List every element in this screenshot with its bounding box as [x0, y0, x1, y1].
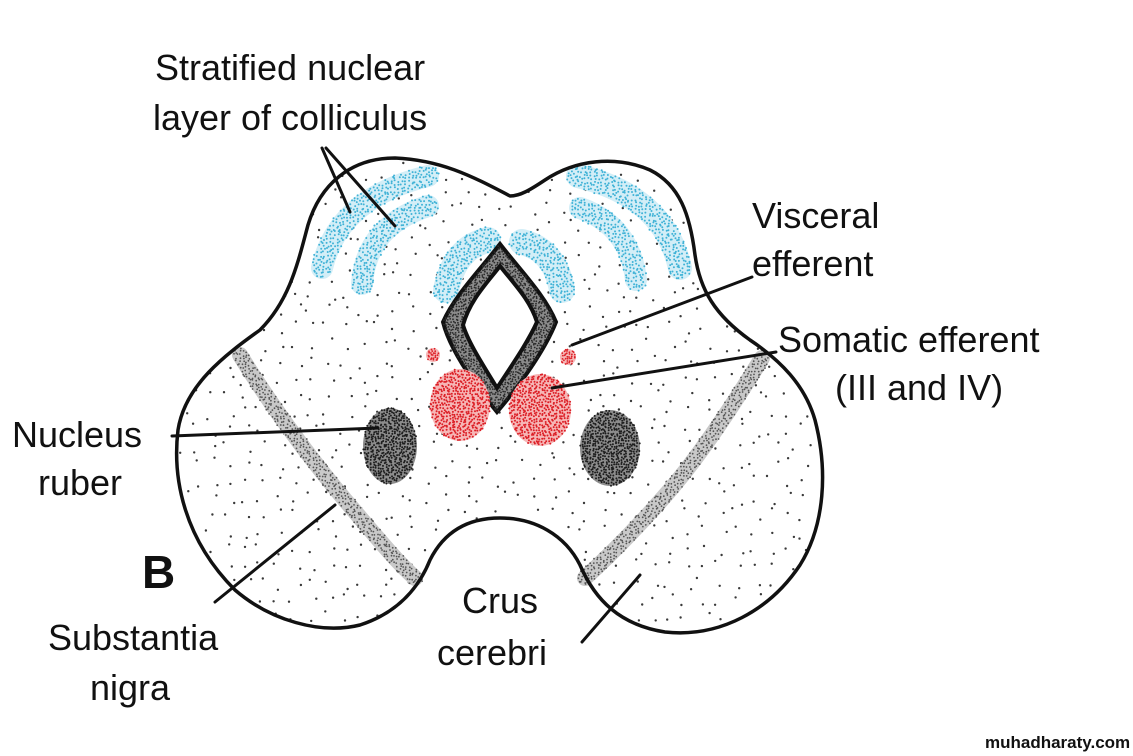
visceral-efferent-nucleus-left-stipple [427, 347, 440, 361]
aqueduct-lumen [460, 262, 540, 392]
nucleus-ruber-leader-line [170, 426, 380, 438]
figure-letter: B [142, 546, 175, 598]
visceral-efferent-label-line2: efferent [752, 243, 873, 284]
stratified-label-line2: layer of colliculus [153, 97, 427, 138]
colliculus-layer-center-left [433, 227, 501, 303]
crus-cerebri-label-line2: cerebri [437, 632, 547, 673]
crus-cerebri-label-line1: Crus [462, 580, 538, 621]
watermark: muhadharaty.com [985, 733, 1130, 752]
substantia-nigra-label-line1: Substantia [48, 617, 219, 658]
midbrain-outline [174, 156, 825, 635]
aqueduct-wall-stipple [443, 245, 556, 412]
nucleus-ruber-right-stipple [579, 409, 641, 487]
visceral-efferent-label-line1: Visceral [752, 195, 879, 236]
somatic-efferent-nucleus-right [509, 374, 571, 446]
somatic-efferent-label-line2: (III and IV) [835, 367, 1003, 408]
somatic-efferent-nucleus-right-stipple [508, 373, 572, 446]
somatic-efferent-leader-line [550, 350, 778, 390]
stratified-leader-line-outer [320, 146, 352, 214]
somatic-efferent-nucleus-left-stipple [429, 368, 491, 441]
colliculus-layer-center-left-stipple [432, 226, 502, 304]
substantia-nigra-leader-line [213, 503, 337, 604]
nucleus-ruber-label-line2: ruber [38, 462, 122, 503]
nucleus-ruber-left-stipple [362, 407, 417, 485]
nucleus-ruber-label-line1: Nucleus [12, 414, 142, 455]
stratified-leader-line-inner [324, 146, 397, 228]
colliculus-layer-left-outer [311, 165, 439, 279]
colliculus-layer-left-inner-stipple [351, 194, 439, 295]
substantia-nigra-left-stipple [233, 347, 424, 585]
crus-cerebri-leader-line [580, 573, 642, 644]
visceral-efferent-leader-line [570, 275, 754, 347]
substantia-nigra-label-line2: nigra [90, 667, 171, 708]
stratified-label-line1: Stratified nuclear [155, 47, 425, 88]
somatic-efferent-label-line1: Somatic efferent [778, 319, 1039, 360]
colliculus-layer-center-right [509, 229, 575, 303]
visceral-efferent-nucleus-right-stipple [560, 348, 576, 365]
colliculus-layer-center-right-stipple [508, 231, 575, 303]
